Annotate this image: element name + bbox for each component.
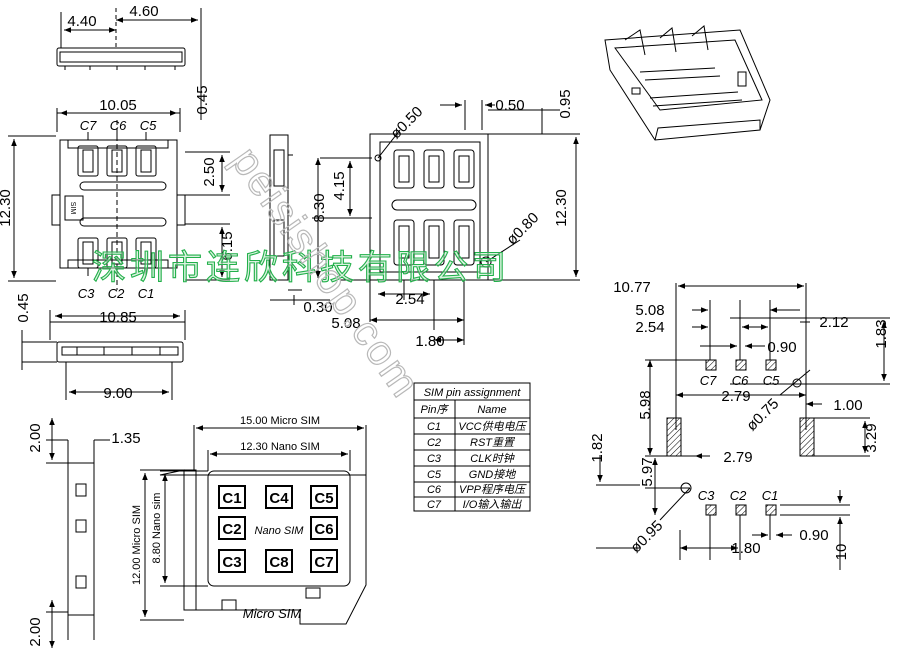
dim-top-440: 4.40 (67, 13, 96, 30)
dim-side-d080: ø0.80 (503, 209, 542, 248)
pin-label-c7: C7 (80, 118, 97, 133)
sim-card-pads: C1 C4 C5 C2 C6 C3 C8 C7 Nano SIM Micro S… (131, 415, 337, 621)
pin-label-c5: C5 (140, 118, 157, 133)
pin-table-row-pin: C7 (427, 499, 442, 511)
pin-table-row-pin: C2 (427, 437, 441, 449)
dim-top-460: 4.60 (129, 3, 158, 20)
dim-card-1200: 12.00 Micro SIM (131, 505, 143, 585)
dim-bot-900: 9.00 (103, 385, 132, 402)
dim-side-254: 2.54 (395, 291, 424, 308)
dim-fp-212: 2.12 (819, 314, 848, 331)
front-view (22, 310, 185, 400)
dim-fp-090a: 0.90 (767, 339, 796, 356)
pin-table-row-pin: C1 (427, 421, 441, 433)
pin-table-grid (414, 383, 530, 511)
pin-label-c1: C1 (138, 286, 155, 301)
fp-label-c5: C5 (763, 373, 780, 388)
pad-c7: C7 (314, 554, 333, 571)
pin-table-row-name: RST重置 (470, 436, 516, 449)
pin-table-title: SIM pin assignment (424, 387, 522, 399)
pad-c8: C8 (269, 554, 288, 571)
isometric-view (605, 26, 770, 140)
sim-mark: SIM (69, 202, 76, 215)
dim-fp-598: 5.98 (637, 390, 654, 419)
pin-label-c6: C6 (110, 118, 127, 133)
dim-615: 6.15 (219, 231, 236, 260)
pin-label-c2: C2 (108, 286, 125, 301)
pad-c3: C3 (222, 554, 241, 571)
dim-card-1500: 15.00 Micro SIM (240, 415, 320, 427)
pin-table-row-name: I/O输入输出 (463, 498, 523, 511)
dim-ls-200a: 2.00 (27, 423, 44, 452)
dim-fp-182: 1.82 (589, 433, 606, 462)
dim-side-1230: 12.30 (553, 189, 570, 227)
sim-card-outline (140, 425, 366, 624)
dim-bot-045: 0.45 (15, 293, 32, 322)
pad-c2: C2 (222, 521, 241, 538)
pcb-footprint (596, 283, 890, 570)
top-edge-view (57, 8, 201, 120)
fp-label-c3: C3 (698, 488, 715, 503)
side-view (270, 135, 330, 305)
pad-c4: C4 (269, 490, 289, 507)
pin-table-header-pin: Pin序 (421, 403, 450, 416)
dim-fp-10: 10 (833, 544, 850, 561)
dim-side-508: 5.08 (331, 315, 360, 332)
dim-fp-1077: 10.77 (613, 279, 651, 296)
dim-bot-1085: 10.85 (99, 309, 137, 326)
dim-fp-508: 5.08 (635, 302, 664, 319)
dim-side-050: 0.50 (495, 97, 524, 114)
pad-c1: C1 (222, 490, 241, 507)
dim-side-095: 0.95 (557, 89, 574, 118)
pin-table-row-pin: C6 (427, 484, 442, 496)
dim-fp-254: 2.54 (635, 319, 664, 336)
pad-c5: C5 (314, 490, 333, 507)
pin-table-row-pin: C5 (427, 469, 442, 481)
dim-fp-279a: 2.79 (721, 388, 750, 405)
pin-table: SIM pin assignment Pin序 Name C1 VCC供电电压 … (421, 387, 528, 511)
contact-detail-view (312, 100, 580, 345)
dim-fp-100: 1.00 (833, 397, 862, 414)
dim-fp-279b: 2.79 (723, 449, 752, 466)
card-bottom-label: Micro SIM (243, 606, 302, 621)
dim-250: 2.50 (201, 157, 218, 186)
pad-c6: C6 (314, 521, 333, 538)
pin-table-row-name: VPP程序电压 (459, 483, 527, 496)
dim-left-1230: 12.30 (0, 189, 14, 227)
dim-side-830: 8.30 (311, 193, 328, 222)
dim-side-030: 0.30 (303, 299, 332, 316)
card-center-label: Nano SIM (255, 525, 305, 537)
pin-label-c3: C3 (78, 286, 95, 301)
pin-table-row-name: CLK时钟 (470, 452, 515, 465)
dim-fp-183: 1.83 (873, 319, 890, 348)
fp-label-c7: C7 (700, 373, 717, 388)
pin-table-header-name: Name (477, 404, 506, 416)
dim-ls-135: 1.35 (111, 430, 140, 447)
pin-table-row-name: VCC供电电压 (458, 420, 527, 433)
dim-fp-090b: 0.90 (799, 527, 828, 544)
pin-table-row-pin: C3 (427, 453, 442, 465)
fp-label-c6: C6 (732, 373, 749, 388)
fp-label-c2: C2 (730, 488, 747, 503)
dim-top-045: 0.45 (194, 85, 211, 114)
pin-table-row-name: GND接地 (469, 468, 516, 481)
dim-fp-180: 1.80 (731, 540, 760, 557)
left-side-view (46, 418, 110, 648)
dim-card-1230: 12.30 Nano SIM (240, 441, 320, 453)
dim-ls-200b: 2.00 (27, 617, 44, 646)
dim-card-880: 8.80 Nano sim (151, 493, 163, 564)
dim-fp-597: 5.97 (639, 457, 656, 486)
dim-side-415: 4.15 (331, 171, 348, 200)
dim-side-180: 1.80 (415, 333, 444, 350)
watermark-chinese: 深圳市连欣科技有限公司 (92, 248, 510, 288)
fp-label-c1: C1 (762, 488, 779, 503)
main-top-view (8, 108, 230, 290)
dim-fp-329: 3.29 (863, 423, 880, 452)
dim-fp-d095: ø0.95 (627, 517, 666, 556)
pin-labels: C7 C6 C5 C3 C2 C1 SIM C7 C6 C5 C3 C2 C1 (69, 118, 780, 503)
dim-side-d050: ø0.50 (387, 103, 426, 142)
dim-top-1005: 10.05 (99, 97, 137, 114)
watermark: 深圳市连欣科技有限公司 peisishop.com (91, 138, 510, 407)
